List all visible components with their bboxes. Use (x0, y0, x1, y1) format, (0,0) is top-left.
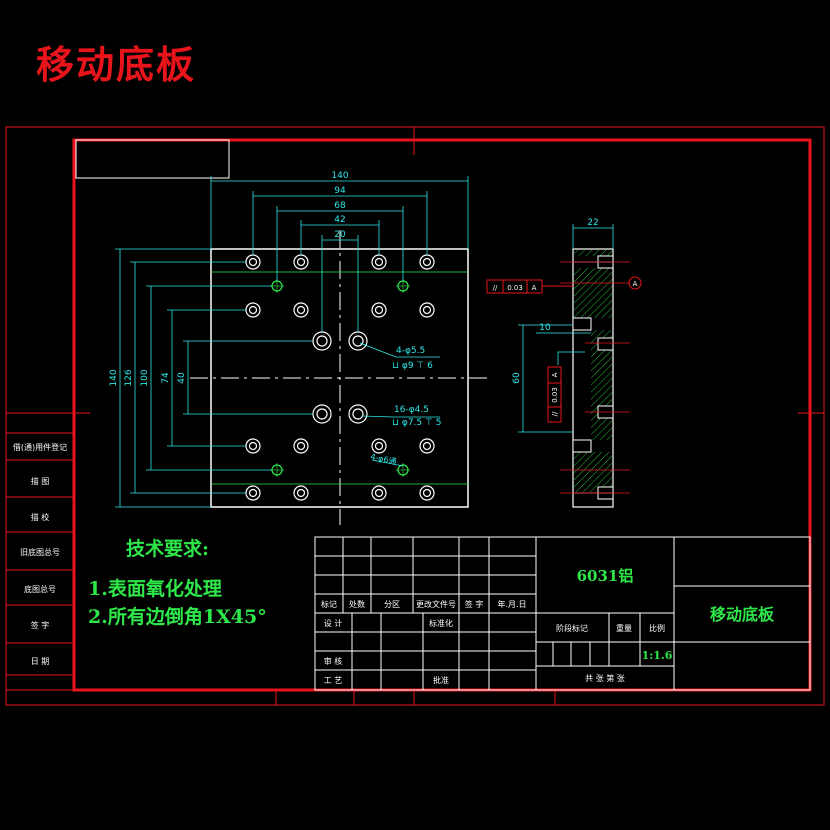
tb-design: 设 计 (324, 618, 343, 628)
datum-marker (628, 276, 642, 290)
tb-craft: 工 艺 (324, 676, 343, 685)
plate-outline (210, 248, 469, 508)
side-label-1: 描 图 (31, 476, 50, 486)
tb-material: 6031铝 (577, 567, 634, 585)
tb-part-name: 移动底板 (710, 605, 775, 624)
tb-ratio: 比例 (649, 623, 665, 633)
tb-review: 审 核 (324, 656, 343, 666)
tol2-ref: A (551, 372, 559, 377)
hole-note-3: 4-φ6通 (370, 451, 398, 466)
dim-w94: 94 (334, 186, 346, 196)
title-block (314, 536, 811, 691)
dim-w140: 140 (331, 171, 348, 181)
dim-w20: 20 (334, 230, 346, 240)
dim-w22: 22 (587, 218, 598, 228)
page-title: 移动底板 (36, 42, 197, 87)
side-panel (5, 412, 75, 691)
side-label-6: 日 期 (31, 657, 50, 666)
plate-view (190, 230, 488, 525)
dim-w68: 68 (334, 201, 346, 211)
top-dimensions (210, 176, 469, 332)
dim-h40: 40 (177, 372, 187, 384)
tb-row-label-4: 签 字 (465, 599, 484, 609)
dim-h126: 126 (124, 369, 134, 386)
tb-sheets: 共 张 第 张 (585, 673, 625, 683)
tb-weight: 重量 (616, 623, 632, 633)
side-label-5: 签 字 (31, 620, 50, 630)
hole-note-2: 16-φ4.5 (394, 405, 429, 415)
hole-group-top (245, 254, 435, 318)
tech-note-1: 1.表面氧化处理 (88, 578, 222, 600)
side-label-2: 描 校 (31, 512, 50, 522)
tol1-ref: A (532, 284, 537, 292)
hole-note-1: 4-φ5.5 (396, 346, 425, 356)
code-box (75, 139, 230, 179)
tb-row-label-0: 标记 (321, 599, 337, 609)
dim-h60: 60 (512, 372, 522, 384)
hole-note-1b: ⊔ φ9 ⊤ 6 (392, 361, 433, 371)
tech-note-2: 2.所有边倒角1X45° (88, 606, 267, 628)
tb-scale: 1:1.6 (642, 649, 673, 662)
tolerance-frame-1 (486, 279, 573, 294)
tol2-val: 0.03 (551, 387, 559, 403)
tb-row-label-1: 处数 (349, 599, 365, 609)
side-label-3: 旧底图总号 (20, 547, 60, 557)
tol1-sym: // (493, 284, 498, 292)
tb-row-label-3: 更改文件号 (416, 599, 456, 609)
datum-label: A (633, 280, 638, 288)
tb-row-label-5: 年.月.日 (497, 599, 526, 609)
tolerance-frame-2 (547, 366, 562, 423)
dim-h10: 10 (539, 323, 551, 333)
tb-row-label-2: 分区 (384, 600, 400, 609)
tb-approve: 批准 (433, 675, 449, 685)
side-label-0: 借(通)用件登记 (13, 442, 67, 452)
dim-h100: 100 (140, 369, 150, 386)
tb-stage: 阶段标记 (556, 623, 588, 633)
dim-h74: 74 (161, 372, 171, 384)
left-dimensions (115, 248, 313, 508)
tol2-sym: // (551, 411, 559, 416)
section-view: 22 60 10 // 0.03 A A 0.03 // A (486, 218, 642, 508)
side-label-4: 底图总号 (24, 584, 56, 594)
hole-note-2b: ⊔ φ7.5 ⊤ 5 (392, 418, 441, 428)
tol1-val: 0.03 (507, 284, 523, 292)
hole-group-bottom (245, 438, 435, 501)
dim-h140: 140 (109, 369, 119, 386)
tech-requirements-title: 技术要求: (126, 538, 210, 560)
tb-standardize: 标准化 (429, 618, 453, 628)
dim-w42: 42 (334, 215, 345, 225)
